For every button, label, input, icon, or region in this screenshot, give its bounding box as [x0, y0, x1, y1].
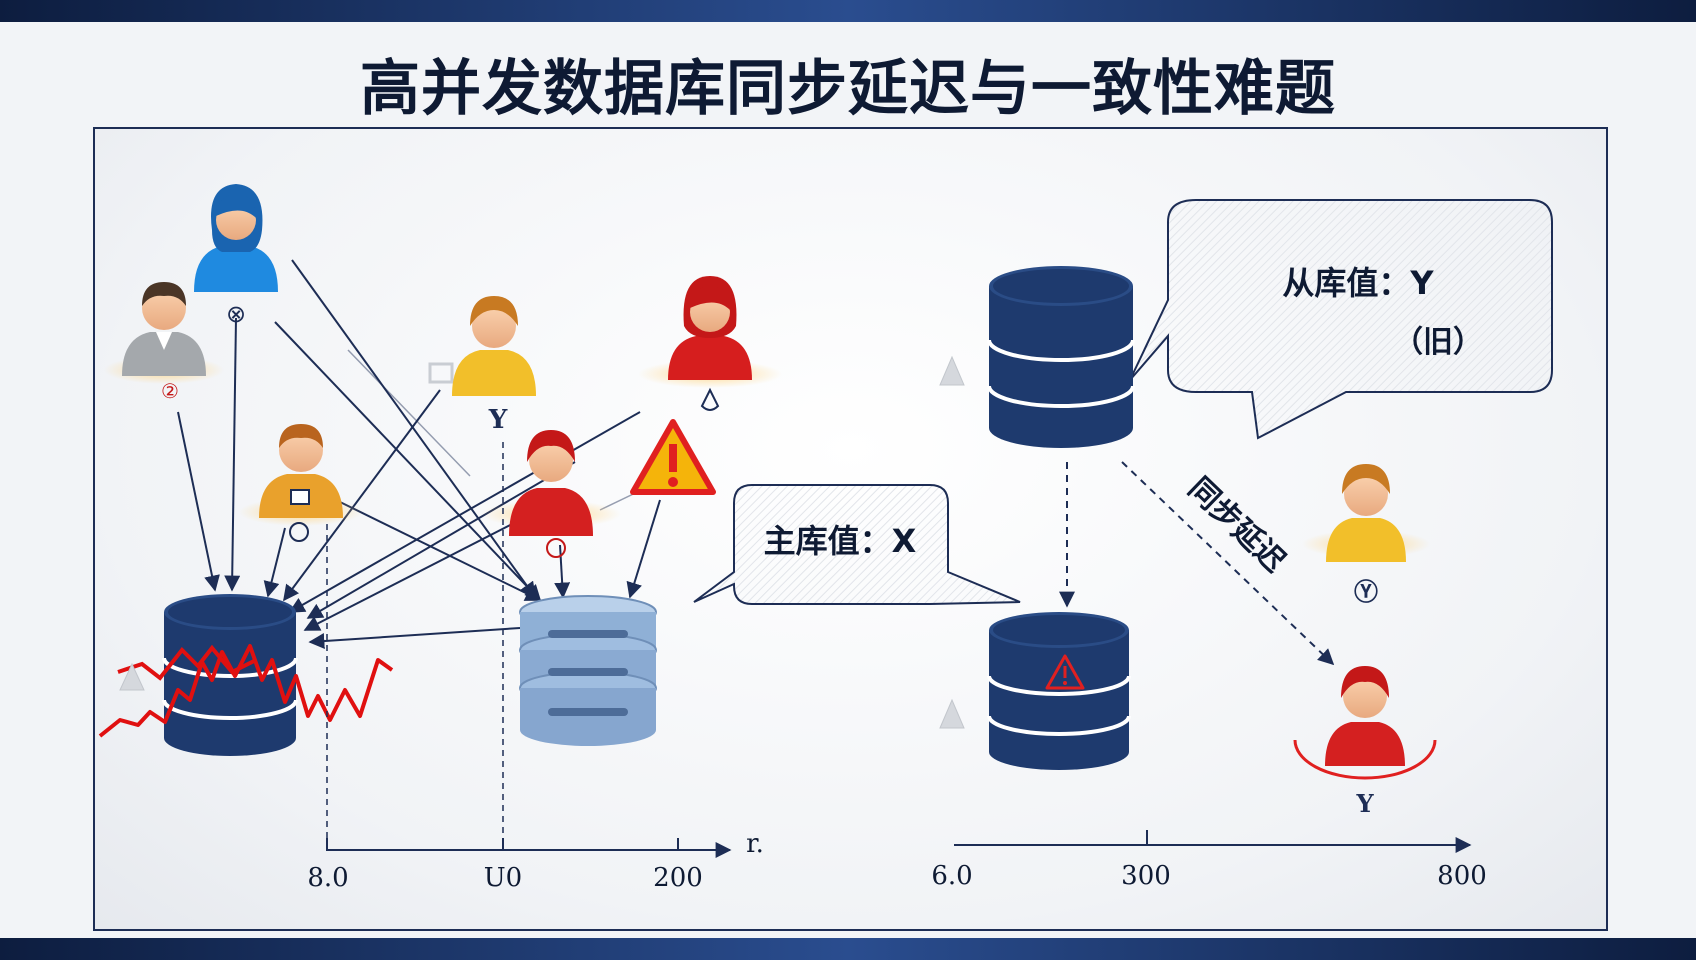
user-icon — [668, 336, 752, 380]
right-axis-tick: 6.0 — [931, 861, 972, 891]
left-arrows — [177, 259, 661, 650]
database-icon-replica — [519, 595, 657, 746]
signal-spike — [98, 644, 394, 738]
left-axis-end-label: r. — [746, 829, 764, 859]
user-icon — [452, 350, 536, 396]
user-red-center — [481, 430, 621, 558]
user-yellow-center-mark: Y — [488, 405, 508, 435]
user-gray-mark: ② — [161, 379, 179, 403]
slave-value-line1: 从库值：Y — [1282, 264, 1434, 302]
right-axis-tick: 800 — [1437, 861, 1487, 891]
left-axis: 8.0 U0 200 r. — [307, 442, 764, 893]
user-red-right-mark: Y — [1355, 789, 1374, 818]
left-axis-tick: 200 — [653, 863, 703, 893]
sync-delay-label: 同步延迟 — [1181, 471, 1292, 580]
user-blue-mark: ⊗ — [226, 300, 246, 328]
left-axis-tick: 8.0 — [307, 863, 348, 893]
page-title: 高并发数据库同步延迟与一致性难题 — [360, 54, 1336, 124]
database-icon-slave-top — [987, 266, 1135, 448]
signal-spike-upper — [117, 644, 257, 681]
user-icon — [122, 332, 206, 376]
right-axis-tick: 300 — [1121, 861, 1171, 891]
speech-bubble-slave: 从库值：Y （旧） — [1129, 199, 1553, 440]
user-gray: ② — [104, 282, 224, 403]
warning-icon — [630, 419, 716, 495]
decor-cones — [119, 355, 965, 729]
top-band — [0, 0, 1696, 22]
user-blue: ⊗ — [194, 184, 278, 328]
user-orange — [239, 424, 363, 542]
database-icon-slave-bottom — [987, 612, 1131, 770]
sync-arrow-diagonal — [1121, 461, 1335, 666]
user-red-top — [638, 276, 782, 411]
user-icon — [509, 488, 593, 536]
user-yellow-right: Ⓨ — [1302, 464, 1430, 606]
user-icon — [194, 246, 278, 292]
left-axis-tick: U0 — [484, 863, 522, 893]
slave-value-line2: （旧） — [1393, 325, 1483, 360]
user-yellow-right-mark: Ⓨ — [1354, 578, 1378, 606]
user-red-right: Y — [1293, 666, 1437, 818]
speech-bubble-master: 主库值：X — [693, 484, 1021, 605]
master-value-text: 主库值：X — [764, 522, 917, 560]
bottom-band — [0, 938, 1696, 960]
user-yellow-center: Y — [428, 296, 536, 435]
user-icon — [1326, 518, 1406, 562]
database-icon-primary — [162, 594, 298, 756]
user-icon — [1325, 722, 1405, 766]
warning-icon — [1045, 654, 1085, 690]
right-axis: 6.0 300 800 — [931, 830, 1487, 891]
